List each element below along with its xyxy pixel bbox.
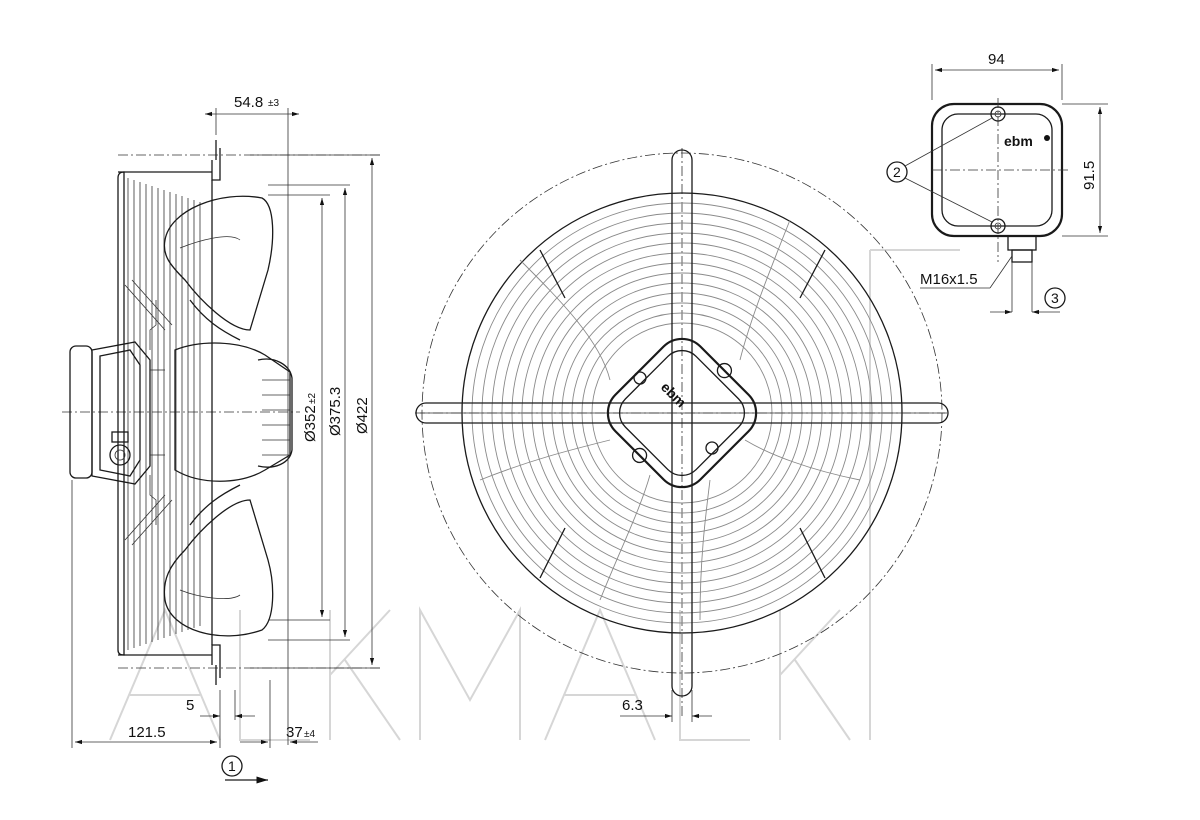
callout-screws: 2 bbox=[893, 164, 901, 180]
box-logo: ebm bbox=[1004, 133, 1033, 149]
dia-inner-tol: ±2 bbox=[307, 393, 318, 404]
small-gap-label: 5 bbox=[186, 697, 194, 714]
rear-offset-label: 37 bbox=[286, 724, 303, 741]
depth-total-label: 121.5 bbox=[128, 724, 166, 741]
box-height-label: 91.5 bbox=[1081, 161, 1098, 190]
blade-curves-front bbox=[479, 219, 861, 621]
front-logo: ebm bbox=[658, 379, 690, 411]
offset-top-label: 54.8 bbox=[234, 94, 263, 111]
dia-mid-label: Ø375.3 bbox=[327, 387, 344, 436]
rear-offset-tol: ±4 bbox=[304, 729, 315, 740]
rib-width-label: 6.3 bbox=[622, 697, 643, 714]
side-view: Ø352 ±2 Ø375.3 Ø422 54.8 ±3 121.5 5 37 ±… bbox=[62, 94, 380, 784]
callout-cable: 3 bbox=[1051, 290, 1059, 306]
thread-label: M16x1.5 bbox=[920, 271, 978, 288]
box-width-label: 94 bbox=[988, 51, 1005, 68]
terminal-box-detail: ebm 94 91.5 2 M16x1.5 3 bbox=[886, 51, 1108, 315]
motor-housing-side bbox=[69, 341, 165, 485]
front-view: ebm 6.3 bbox=[415, 148, 950, 722]
dia-inner-label: Ø352 bbox=[302, 405, 319, 442]
offset-top-tol: ±3 bbox=[268, 98, 279, 109]
callout-airflow: 1 bbox=[228, 758, 236, 774]
dia-outer-label: Ø422 bbox=[354, 397, 371, 434]
struts-side bbox=[124, 279, 173, 546]
cross-bars-front bbox=[415, 149, 949, 697]
watermark bbox=[109, 249, 960, 741]
venturi-ring-side bbox=[211, 140, 221, 685]
fan-blades-side bbox=[149, 195, 293, 637]
